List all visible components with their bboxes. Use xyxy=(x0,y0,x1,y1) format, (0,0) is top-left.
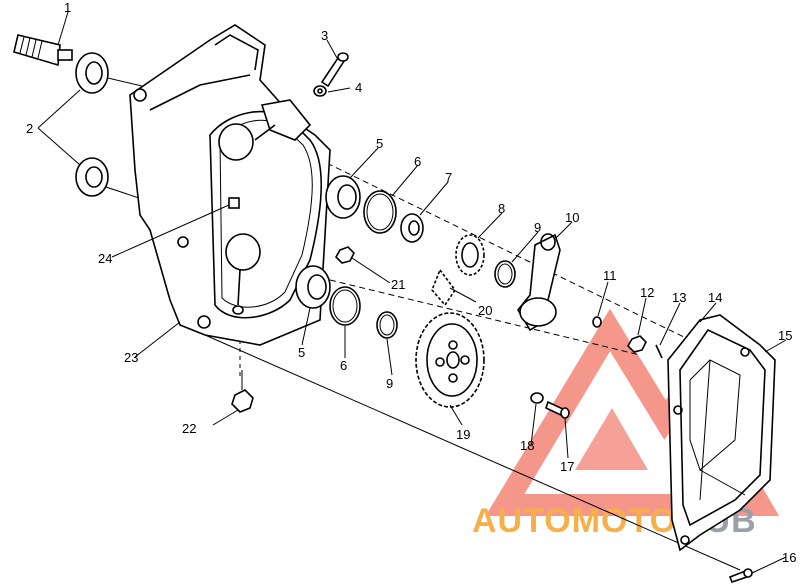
part-6-ring-upper xyxy=(363,190,397,234)
label-15: 15 xyxy=(778,328,792,343)
part-5-bearing-lower xyxy=(295,265,331,309)
part-1-shaft xyxy=(13,34,73,67)
label-20: 20 xyxy=(478,303,492,318)
label-9-upper: 9 xyxy=(534,220,541,235)
part-5-bearing-upper xyxy=(325,175,361,219)
label-21: 21 xyxy=(391,277,405,292)
label-1: 1 xyxy=(64,0,71,15)
part-9-ring-upper xyxy=(494,260,516,288)
label-16: 16 xyxy=(782,550,796,565)
label-7: 7 xyxy=(445,170,452,185)
label-6-upper: 6 xyxy=(414,154,421,169)
part-6-ring-lower xyxy=(329,286,361,326)
label-13: 13 xyxy=(672,290,686,305)
leader-lines xyxy=(37,11,787,574)
part-12-nut xyxy=(627,335,647,353)
part-14-15-cover xyxy=(667,314,776,552)
label-3: 3 xyxy=(321,28,328,43)
label-12: 12 xyxy=(640,285,654,300)
part-13-gasket xyxy=(655,344,663,359)
label-9-lower: 9 xyxy=(386,376,393,391)
label-22: 22 xyxy=(182,421,196,436)
part-23-housing xyxy=(129,24,331,346)
part-10-tensioner xyxy=(517,233,561,332)
part-19-sprocket-large xyxy=(415,312,485,408)
label-24: 24 xyxy=(98,251,112,266)
label-4: 4 xyxy=(355,80,362,95)
label-8: 8 xyxy=(498,201,505,216)
part-21-nut xyxy=(335,246,355,264)
watermark-text-automoto: AUTOMOTO xyxy=(472,502,677,540)
label-2: 2 xyxy=(26,121,33,136)
label-18: 18 xyxy=(520,438,534,453)
part-16-bolt xyxy=(728,568,753,583)
part-20-chain xyxy=(431,268,456,307)
part-3-bolt xyxy=(320,52,349,88)
label-23: 23 xyxy=(124,350,138,365)
part-4-washer xyxy=(313,85,327,97)
label-17: 17 xyxy=(560,459,574,474)
part-8-sprocket-small xyxy=(455,234,485,276)
label-14: 14 xyxy=(708,290,722,305)
label-19: 19 xyxy=(456,427,470,442)
part-18-washer xyxy=(530,392,544,404)
part-22-bolt xyxy=(231,370,254,413)
callout-labels: 1 2 3 4 5 6 7 8 9 10 11 12 13 14 15 16 1… xyxy=(26,0,796,565)
reference-lines xyxy=(94,74,741,571)
part-7-bushing xyxy=(400,213,424,243)
part-2-seals xyxy=(75,52,109,197)
label-5-lower: 5 xyxy=(298,345,305,360)
label-10: 10 xyxy=(565,210,579,225)
part-9-ring-lower xyxy=(376,311,398,339)
part-24-stud xyxy=(228,197,240,209)
label-6-lower: 6 xyxy=(340,358,347,373)
label-5-upper: 5 xyxy=(376,136,383,151)
part-11-washer xyxy=(592,316,602,328)
label-11: 11 xyxy=(603,268,617,283)
